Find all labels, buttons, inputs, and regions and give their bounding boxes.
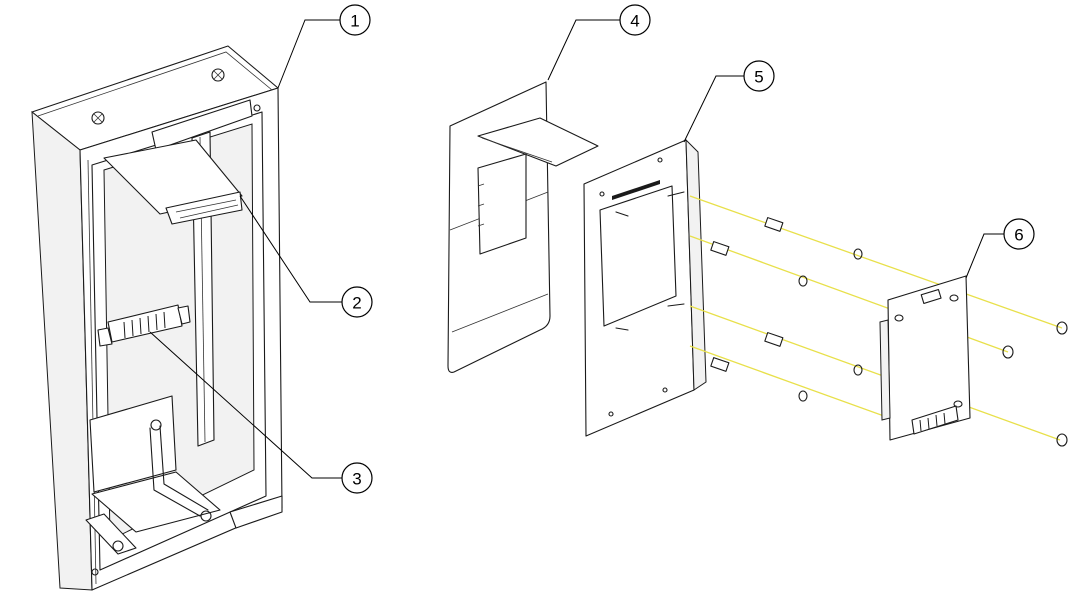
front-panel	[583, 138, 707, 437]
terminal-connector	[97, 304, 191, 347]
callout-1: 1	[339, 4, 371, 36]
callout-5-label: 5	[754, 68, 763, 87]
top-screw-right	[211, 68, 225, 82]
top-screw-left	[91, 111, 105, 125]
back-box	[31, 45, 283, 591]
callout-2-label: 2	[352, 294, 361, 313]
callout-6: 6	[1003, 218, 1035, 250]
callout-5: 5	[743, 60, 775, 92]
assembly-axes	[689, 195, 1063, 441]
leader-lines	[149, 19, 1004, 479]
callout-4: 4	[619, 4, 651, 36]
callout-3: 3	[341, 462, 373, 494]
label-sheet	[447, 81, 599, 373]
standoffs	[710, 217, 784, 372]
callout-3-label: 3	[352, 470, 361, 489]
washers	[798, 248, 1068, 447]
callout-1-label: 1	[350, 12, 359, 31]
callout-6-label: 6	[1014, 226, 1023, 245]
circuit-board	[879, 275, 971, 441]
callout-2: 2	[341, 286, 373, 318]
callout-4-label: 4	[630, 12, 639, 31]
